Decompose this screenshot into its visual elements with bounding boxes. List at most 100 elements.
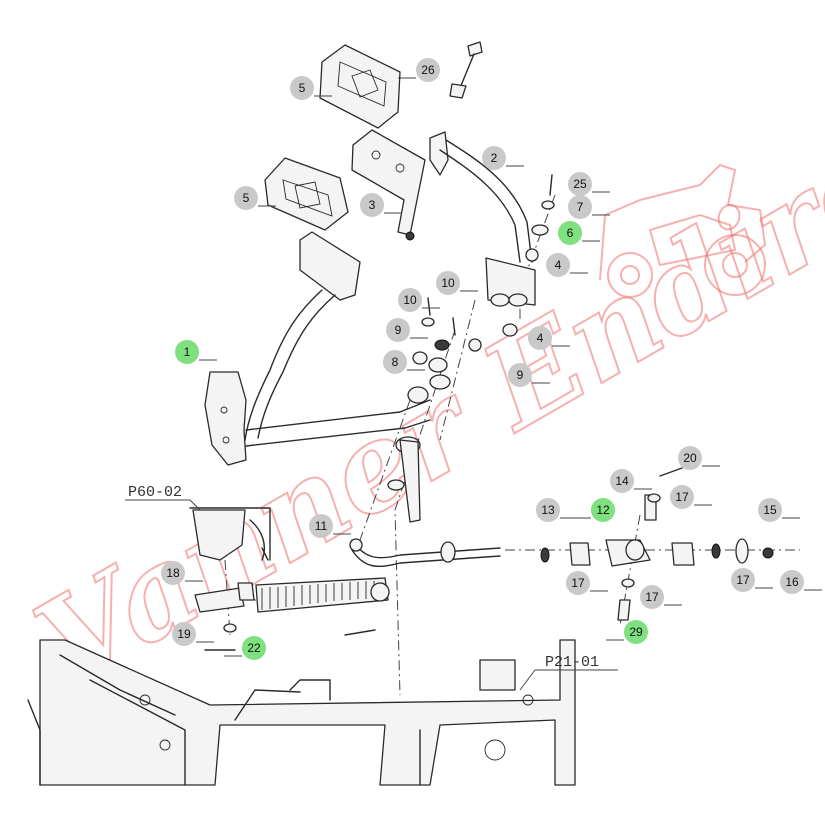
callout-c10a: 10 [398, 288, 440, 312]
frame-p21 [27, 639, 576, 786]
callout-number: 22 [247, 641, 261, 655]
callout-number: 9 [517, 368, 524, 382]
callout-number: 26 [421, 63, 435, 77]
callout-c29: 29 [606, 620, 648, 644]
callout-bubble [360, 193, 384, 217]
callout-number: 8 [392, 355, 399, 369]
callout-number: 15 [763, 503, 777, 517]
callout-c5a: 5 [290, 76, 332, 100]
ref-p60-02: P60-02 [128, 484, 182, 501]
callout-number: 9 [395, 323, 402, 337]
svg-text:Vanner Endirect: Vanner Endirect [14, 47, 825, 715]
callout-number: 17 [645, 590, 659, 604]
spring-assembly [194, 577, 390, 651]
callout-c4b: 4 [528, 326, 570, 350]
callout-c2: 2 [482, 146, 524, 170]
callout-c22: 22 [224, 636, 266, 660]
callout-c17a: 17 [670, 485, 712, 509]
callout-c14: 14 [610, 469, 652, 493]
callout-c9b: 9 [508, 363, 550, 387]
callout-number: 13 [541, 503, 555, 517]
callout-bubble [670, 485, 694, 509]
callout-number: 7 [577, 200, 584, 214]
callout-c8: 8 [383, 350, 425, 374]
rod-11 [349, 538, 501, 568]
pedal-pad-lower [264, 157, 349, 231]
callout-number: 6 [567, 226, 574, 240]
callout-c25: 25 [568, 172, 610, 196]
callout-number: 10 [441, 276, 455, 290]
callout-number: 17 [675, 490, 689, 504]
callout-number: 5 [299, 81, 306, 95]
callout-number: 16 [785, 575, 799, 589]
callout-number: 2 [491, 151, 498, 165]
callout-number: 18 [166, 566, 180, 580]
callout-bubble [398, 288, 422, 312]
callout-bubble [568, 172, 592, 196]
callout-bubble [161, 561, 185, 585]
callout-c10b: 10 [436, 271, 478, 295]
callout-bubble [758, 498, 782, 522]
callout-bubble [175, 340, 199, 364]
watermark-text: Vanner Endirect [13, 46, 825, 716]
callout-bubble [546, 253, 570, 277]
callout-c26: 26 [398, 58, 440, 82]
callout-bubble [678, 446, 702, 470]
callout-number: 12 [596, 503, 610, 517]
callout-number: 3 [369, 198, 376, 212]
callout-c11: 11 [309, 514, 351, 538]
callout-number: 17 [571, 576, 585, 590]
callout-c15: 15 [758, 498, 800, 522]
callout-number: 10 [403, 293, 417, 307]
callout-c9a: 9 [386, 318, 428, 342]
callout-c4a: 4 [546, 253, 588, 277]
callout-c16: 16 [780, 570, 822, 594]
callout-bubble [566, 571, 590, 595]
callout-bubble [640, 585, 664, 609]
callout-bubble [528, 326, 552, 350]
callout-number: 29 [629, 625, 643, 639]
callout-bubble [780, 570, 804, 594]
callout-bubble [536, 498, 560, 522]
callout-c3: 3 [360, 193, 402, 217]
callout-bubble [309, 514, 333, 538]
callout-bubble [386, 318, 410, 342]
callout-c7: 7 [568, 195, 610, 219]
right-hardware [540, 467, 774, 621]
ref-p21-01: P21-01 [545, 654, 599, 671]
callout-c20: 20 [678, 446, 720, 470]
callout-bubble [624, 620, 648, 644]
callout-number: 14 [615, 474, 629, 488]
callout-number: 4 [537, 331, 544, 345]
callout-bubble [482, 146, 506, 170]
callout-bubble [610, 469, 634, 493]
callout-c13: 13 [536, 498, 578, 522]
small-hardware [387, 174, 555, 523]
callout-c6: 6 [558, 221, 600, 245]
callout-bubble [508, 363, 532, 387]
watermark-tractor [599, 163, 767, 298]
callout-bubble [383, 350, 407, 374]
pedal-arm-2 [429, 131, 536, 307]
reference-labels: P60-02 P21-01 [125, 484, 618, 691]
callout-c12: 12 [573, 498, 615, 522]
callout-c17b: 17 [566, 571, 608, 595]
callout-bubble [290, 76, 314, 100]
bracket-p60 [189, 507, 271, 561]
callout-number: 11 [315, 519, 328, 533]
callout-c5b: 5 [234, 186, 276, 210]
pedal-arm-1 [204, 231, 431, 466]
callout-bubble [568, 195, 592, 219]
pedal-bracket-3 [351, 129, 426, 241]
bolt-26 [449, 41, 483, 99]
callout-c17c: 17 [731, 568, 773, 592]
callout-bubble [591, 498, 615, 522]
callout-bubble [416, 58, 440, 82]
callout-c18: 18 [161, 561, 203, 585]
callout-number: 25 [573, 177, 587, 191]
callout-number: 19 [177, 627, 191, 641]
pedal-pad-upper [319, 44, 401, 129]
callout-number: 20 [683, 451, 697, 465]
